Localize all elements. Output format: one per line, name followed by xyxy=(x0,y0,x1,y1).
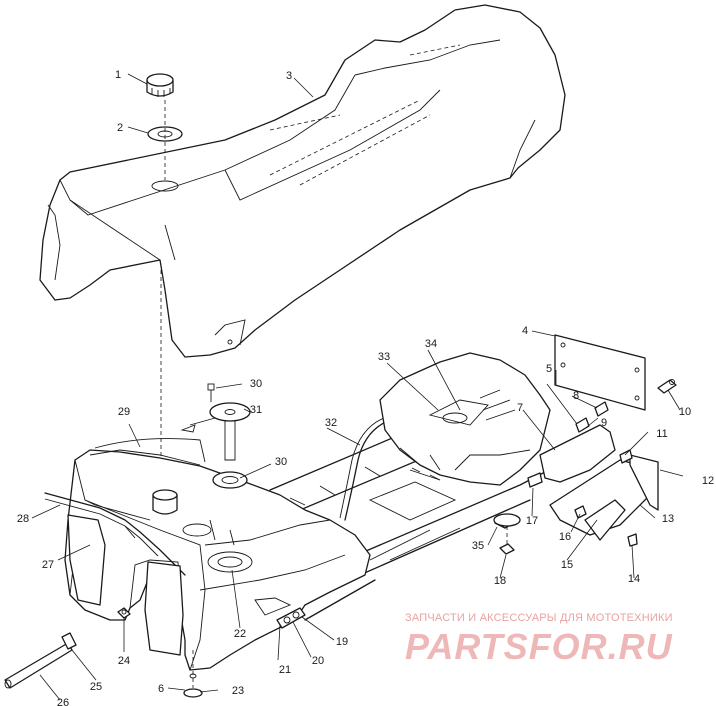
watermark-logo: PARTSFOR.RU xyxy=(405,626,673,667)
callout-9: 9 xyxy=(601,417,607,429)
callout-16: 16 xyxy=(559,531,571,543)
callout-21: 21 xyxy=(279,664,291,676)
hose-clamp-24 xyxy=(117,607,131,619)
seat xyxy=(39,4,566,358)
callout-4: 4 xyxy=(522,325,528,337)
bolt-10 xyxy=(657,379,677,394)
callout-27: 27 xyxy=(42,559,54,571)
callout-7: 7 xyxy=(517,402,523,414)
seat-cap-opening xyxy=(151,180,179,192)
side-pads xyxy=(67,514,184,656)
callout-35: 35 xyxy=(472,540,484,552)
fuel-pickup-tube xyxy=(4,642,73,689)
callout-22: 22 xyxy=(234,628,246,640)
callout-20: 20 xyxy=(312,655,324,667)
callout-12: 12 xyxy=(702,475,714,487)
tube-fitting xyxy=(61,632,77,650)
callout-17: 17 xyxy=(526,515,538,527)
callout-2: 2 xyxy=(117,122,123,134)
callout-25: 25 xyxy=(90,681,102,693)
tank-neck xyxy=(152,489,212,537)
tank-cover-top xyxy=(94,438,206,463)
callout-26: 26 xyxy=(57,697,69,706)
callout-31: 31 xyxy=(250,404,262,416)
vent-hose xyxy=(344,419,391,521)
vent-hose-edge xyxy=(339,417,385,519)
fuel-sender xyxy=(180,402,251,461)
grommet xyxy=(183,688,203,698)
callout-11: 11 xyxy=(656,428,667,440)
hose-clamp xyxy=(124,525,136,539)
cap-gasket xyxy=(147,126,183,142)
callout-24: 24 xyxy=(118,655,130,667)
callout-10: 10 xyxy=(679,406,691,418)
callout-6: 6 xyxy=(158,683,164,695)
callout-13: 13 xyxy=(662,513,674,525)
taillight-bracket xyxy=(539,424,659,541)
callout-34: 34 xyxy=(425,338,437,350)
callout-18: 18 xyxy=(494,575,506,587)
watermark-subtitle: ЗАПЧАСТИ И АКСЕССУАРЫ ДЛЯ МОТОТЕХНИКИ xyxy=(405,612,673,624)
callout-33: 33 xyxy=(378,351,390,363)
filler-cap xyxy=(146,73,174,97)
tank-seal xyxy=(212,471,248,489)
callout-23: 23 xyxy=(232,685,244,697)
callout-3: 3 xyxy=(286,70,292,82)
callout-labels: 1 2 3 4 5 6 7 8 9 10 11 12 13 14 15 16 1… xyxy=(17,69,714,706)
callout-19: 19 xyxy=(336,636,348,648)
callout-32: 32 xyxy=(325,417,337,429)
sender-screw-head xyxy=(207,383,215,391)
license-plate-bracket xyxy=(554,334,646,411)
leader-lines xyxy=(31,73,684,701)
callout-1: 1 xyxy=(115,69,121,81)
hardware xyxy=(527,401,638,547)
callout-8: 8 xyxy=(573,390,579,402)
rear-tank xyxy=(379,352,551,486)
callout-15: 15 xyxy=(561,559,573,571)
callout-30-seal: 30 xyxy=(275,456,287,468)
callout-28: 28 xyxy=(17,513,29,525)
tank-cover xyxy=(89,449,201,466)
watermark: ЗАПЧАСТИ И АКСЕССУАРЫ ДЛЯ МОТОТЕХНИКИ PA… xyxy=(405,612,705,667)
callout-5: 5 xyxy=(546,363,552,375)
callout-30-screw: 30 xyxy=(250,378,262,390)
callout-29: 29 xyxy=(118,406,130,418)
rubber-mount xyxy=(493,513,521,555)
callout-14: 14 xyxy=(628,573,640,585)
